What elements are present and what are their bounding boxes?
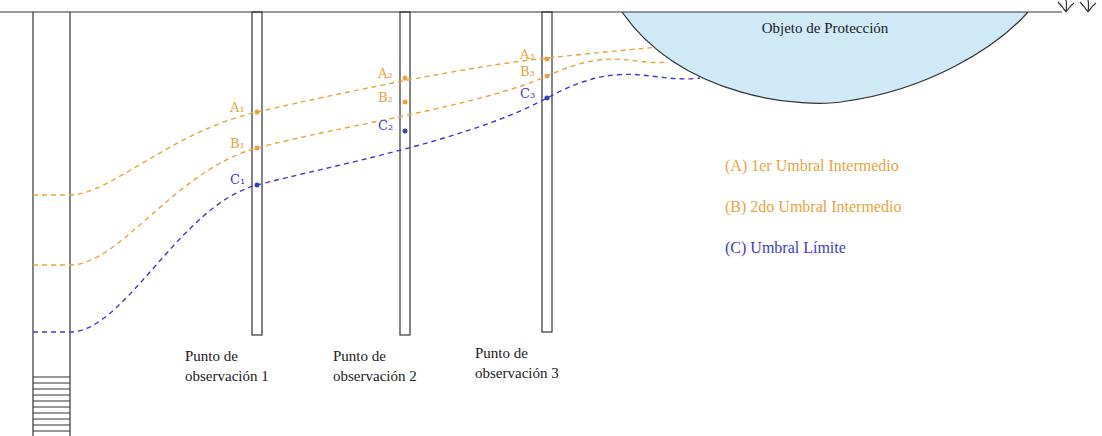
threshold-point-label: B₂ [378,90,393,105]
legend-entry: (C) Umbral Límite [725,239,846,257]
threshold-point-label: C₁ [230,172,245,187]
threshold-point-label: C₂ [378,118,393,133]
threshold-point-label: A₂ [378,66,393,81]
legend-entry: (A) 1er Umbral Intermedio [725,157,899,175]
threshold-point-label: B₁ [230,136,245,151]
protected-water-body: Objeto de Protección [622,12,1028,104]
threshold-point-label: B₃ [520,64,535,79]
threshold-point-label: A₁ [230,100,245,115]
node-title: Objeto de Protección [622,12,1028,37]
well-label: Punto de observación 3 [475,343,585,383]
threshold-point-label: A₃ [520,47,535,62]
legend-entry: (B) 2do Umbral Intermedio [725,198,901,216]
threshold-point-label: C₃ [520,86,535,101]
well-label: Punto de observación 2 [333,346,443,386]
well-label: Punto de observación 1 [185,346,295,386]
